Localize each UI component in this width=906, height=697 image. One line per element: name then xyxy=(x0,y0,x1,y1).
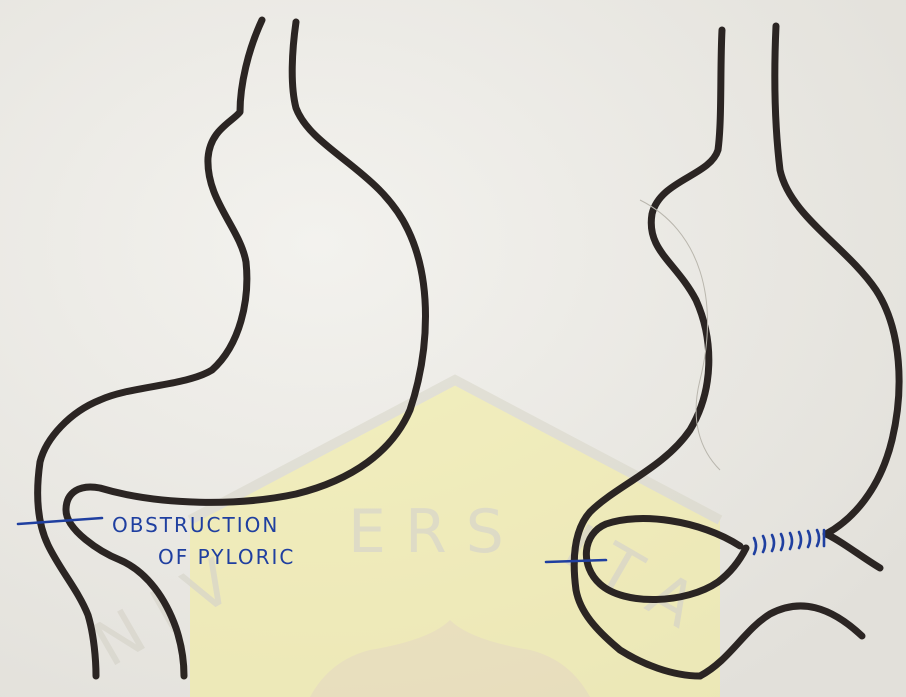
obstruction-label-line2: OF PYLORIC xyxy=(158,545,295,569)
watermark-letters: E R S xyxy=(348,497,504,567)
obstruction-label-line1: OBSTRUCTION xyxy=(112,513,279,537)
